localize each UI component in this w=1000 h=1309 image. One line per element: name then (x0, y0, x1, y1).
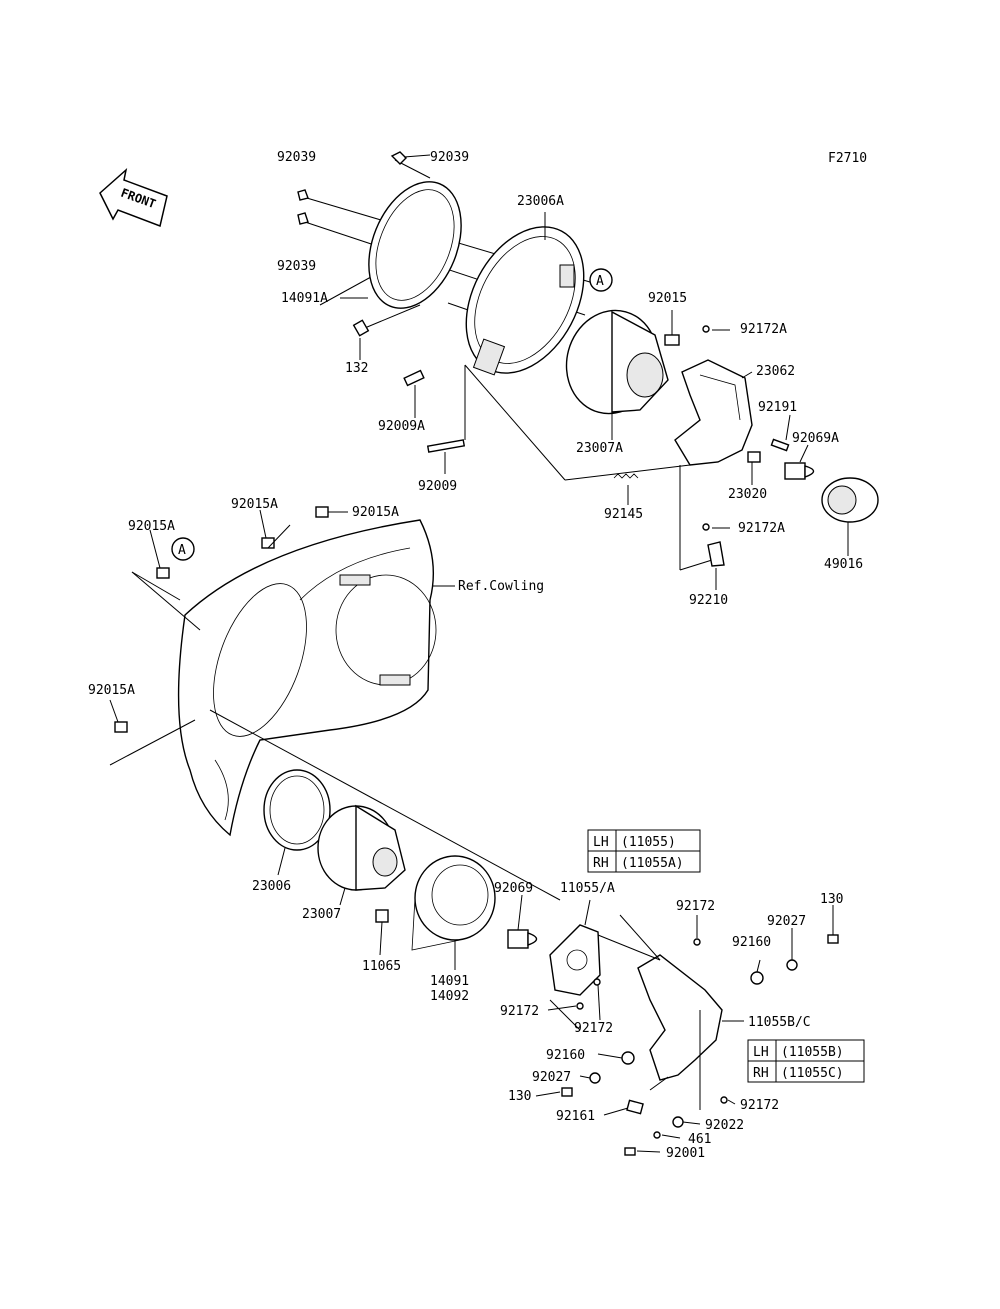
ref-circle-a-lower: A (171, 537, 195, 561)
svg-text:A: A (596, 274, 604, 289)
label-92015A-3: 92015A (352, 505, 399, 520)
ring-23006 (263, 769, 331, 851)
table1-side-lh: LH (593, 835, 609, 850)
label-92009A: 92009A (378, 419, 425, 434)
label-92145: 92145 (604, 507, 643, 522)
spring-92145-icon (613, 473, 639, 479)
table1-side-rh: RH (593, 856, 609, 871)
label-11055BC: 11055B/C (748, 1015, 811, 1030)
label-92027-a: 92027 (767, 914, 806, 929)
bulb-92069A (784, 462, 815, 480)
label-92039-a: 92039 (277, 150, 316, 165)
cap-49016 (821, 477, 879, 523)
label-130-a: 130 (820, 892, 843, 907)
screw-92009-icon (426, 439, 466, 453)
label-130-b: 130 (508, 1089, 531, 1104)
label-92015: 92015 (648, 291, 687, 306)
table2-side-rh: RH (753, 1066, 769, 1081)
cover-23062 (674, 359, 753, 466)
label-92015A-4: 92015A (88, 683, 135, 698)
variant-table-11055: LH (11055) RH (11055A) (587, 829, 701, 873)
variant-table-11055BC: LH (11055B) RH (11055C) (747, 1039, 865, 1083)
reflector-23007 (317, 804, 406, 891)
label-461: 461 (688, 1132, 711, 1147)
cowling-ref (177, 519, 437, 837)
bushing-11065-icon (375, 909, 389, 923)
label-23006A: 23006A (517, 194, 564, 209)
label-92022: 92022 (705, 1118, 744, 1133)
label-14091: 14091 (430, 974, 469, 989)
label-92009: 92009 (418, 479, 457, 494)
label-11055A: 11055/A (560, 881, 615, 896)
label-23007A: 23007A (576, 441, 623, 456)
label-leaders (109, 154, 849, 1153)
label-92069A: 92069A (792, 431, 839, 446)
label-23020: 23020 (728, 487, 767, 502)
bracket-92210-icon (707, 541, 725, 567)
screw-132-icon (352, 319, 370, 337)
label-92172-b: 92172 (500, 1004, 539, 1019)
label-92069: 92069 (494, 881, 533, 896)
table1-code-lh: (11055) (621, 835, 676, 850)
label-92172A-top: 92172A (740, 322, 787, 337)
label-11065: 11065 (362, 959, 401, 974)
label-92027-b: 92027 (532, 1070, 571, 1085)
label-23007: 23007 (302, 907, 341, 922)
trim-ring-14091A (368, 181, 462, 309)
label-92191: 92191 (758, 400, 797, 415)
lower-leader-lines (549, 914, 701, 1110)
screw-92172A-bottom-icon (702, 523, 710, 531)
mounting-ring-23006A (465, 226, 585, 376)
screw-92172A-top-icon (702, 325, 710, 333)
table1-code-rh: (11055A) (621, 856, 684, 871)
label-92161: 92161 (556, 1109, 595, 1124)
label-92001: 92001 (666, 1146, 705, 1161)
clip-92015-icon (664, 334, 680, 346)
bracket-11055BC (637, 954, 723, 1081)
label-23062: 23062 (756, 364, 795, 379)
table2-code-lh: (11055B) (781, 1045, 844, 1060)
bracket-11055A (549, 924, 601, 996)
table2-code-rh: (11055C) (781, 1066, 844, 1081)
label-92160-b: 92160 (546, 1048, 585, 1063)
label-92172-c: 92172 (574, 1021, 613, 1036)
svg-text:A: A (178, 543, 186, 558)
label-14091A: 14091A (281, 291, 328, 306)
screw-92009A-icon (403, 369, 425, 387)
label-92015A-1: 92015A (128, 519, 175, 534)
front-arrow-icon: FRONT (99, 167, 168, 228)
table2-side-lh: LH (753, 1045, 769, 1060)
reflector-23007A (565, 309, 669, 415)
pin-92191-icon (770, 438, 790, 452)
clip-92015A-icons (114, 506, 329, 733)
label-92039-c: 92039 (277, 259, 316, 274)
ref-circle-a-upper: A (589, 268, 613, 292)
label-92172A-bottom: 92172A (738, 521, 785, 536)
label-92039-b: 92039 (430, 150, 469, 165)
label-49016: 49016 (824, 557, 863, 572)
label-92210: 92210 (689, 593, 728, 608)
label-132: 132 (345, 361, 368, 376)
label-92172-d: 92172 (740, 1098, 779, 1113)
clip-23020-icon (747, 451, 761, 463)
label-92160-a: 92160 (732, 935, 771, 950)
label-14092: 14092 (430, 989, 469, 1004)
shroud-14091 (411, 855, 496, 951)
label-ref-cowling: Ref.Cowling (458, 579, 544, 594)
label-23006: 23006 (252, 879, 291, 894)
bolt-92039-icons (297, 151, 407, 225)
bulb-92069 (507, 929, 538, 949)
figure-code: F2710 (828, 151, 867, 166)
label-92015A-2: 92015A (231, 497, 278, 512)
lower-hardware-icons (561, 934, 839, 1156)
label-92172-a: 92172 (676, 899, 715, 914)
